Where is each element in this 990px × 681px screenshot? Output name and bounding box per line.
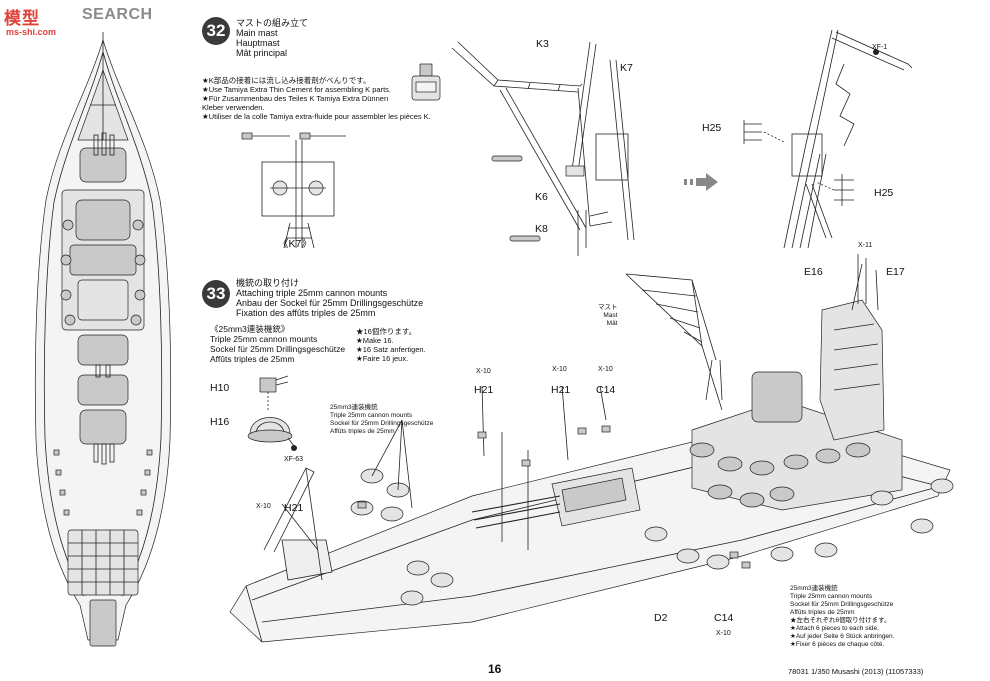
note-line: Kleber verwenden. bbox=[202, 103, 265, 112]
callout-line: 25mm3連装機銃 bbox=[330, 404, 378, 411]
kit-code: 78031 1/350 Musashi (2013) (11057333) bbox=[788, 667, 924, 676]
label-e17: E17 bbox=[886, 266, 905, 278]
step-33-title-en: Attaching triple 25mm cannon mounts bbox=[236, 288, 388, 298]
note-line: ★Auf jeder Seite 6 Stück anbringen. bbox=[790, 633, 895, 640]
note-line: ★16 Satz anfertigen. bbox=[356, 345, 426, 354]
step-32-badge: 32 bbox=[202, 17, 230, 45]
step-33-title-fr: Fixation des affûts triples de 25mm bbox=[236, 308, 376, 318]
step-33-title: 機銃の取り付け Attaching triple 25mm cannon mou… bbox=[236, 278, 423, 318]
label-x10-c: X-10 bbox=[598, 366, 613, 373]
watermark: 模型 SEARCH ms-shi.com bbox=[4, 2, 174, 42]
note-line: ★Make 16. bbox=[356, 336, 394, 345]
cannon-mount-subassembly bbox=[247, 375, 297, 451]
callout-line: Triple 25mm cannon mounts bbox=[330, 412, 413, 419]
main-mast-exploded-drawing bbox=[451, 41, 635, 256]
subheading-ja: 《25mm3連装機銃》 bbox=[210, 324, 290, 334]
mast-label-fr: Mât bbox=[606, 320, 618, 327]
label-x10-b: X-10 bbox=[552, 366, 567, 373]
label-h25-left: H25 bbox=[702, 122, 722, 134]
note-line: ★Für Zusammenbau des Teiles K Tamiya Ext… bbox=[202, 94, 389, 103]
step-33-title-ja: 機銃の取り付け bbox=[236, 278, 300, 288]
note-line: ★Utiliser de la colle Tamiya extra-fluid… bbox=[202, 112, 431, 121]
label-h21-b: H21 bbox=[551, 384, 571, 396]
watermark-logo: 模型 bbox=[4, 9, 40, 28]
step-32-title-ja: マストの組み立て bbox=[236, 18, 309, 28]
label-k3: K3 bbox=[536, 38, 549, 50]
note-line: ★16個作ります。 bbox=[356, 327, 417, 336]
next-arrow-icon bbox=[684, 173, 718, 191]
label-x10-d: X-10 bbox=[256, 503, 271, 510]
note-line: ★K部品の接着には流し込み接着剤がべんりです。 bbox=[202, 76, 371, 85]
note-line: ★Fixer 6 pièces de chaque côté. bbox=[790, 641, 885, 648]
note-line: ★Attach 6 pieces to each side. bbox=[790, 625, 879, 632]
watermark-url: ms-shi.com bbox=[6, 27, 57, 37]
subheading-en: Triple 25mm cannon mounts bbox=[210, 334, 318, 344]
label-k8: K8 bbox=[535, 223, 548, 235]
label-k6: K6 bbox=[535, 191, 548, 203]
note-line: ★Use Tamiya Extra Thin Cement for assemb… bbox=[202, 85, 392, 94]
label-h10: H10 bbox=[210, 382, 230, 394]
label-k7-sub: 《K7》 bbox=[278, 238, 312, 250]
label-h21-d: H21 bbox=[284, 502, 304, 514]
label-c14-a: C14 bbox=[596, 384, 616, 396]
label-xf1: XF-1 bbox=[872, 44, 888, 51]
subheading-de: Sockel für 25mm Drillingsgeschütze bbox=[210, 344, 346, 354]
label-k7: K7 bbox=[620, 62, 633, 74]
note-line: Triple 25mm cannon mounts bbox=[790, 593, 873, 600]
label-h25-right: H25 bbox=[874, 187, 894, 199]
step-32-title-de: Hauptmast bbox=[236, 38, 280, 48]
cannon-mount-callout: 25mm3連装機銃 Triple 25mm cannon mounts Sock… bbox=[330, 404, 433, 436]
mast-label-en: Mast bbox=[603, 312, 618, 319]
callout-line: Affûts triples de 25mm bbox=[330, 428, 395, 435]
step-32-title-en: Main mast bbox=[236, 28, 278, 38]
label-h16: H16 bbox=[210, 416, 230, 428]
label-d2: D2 bbox=[654, 612, 668, 624]
ship-top-view-illustration bbox=[34, 32, 172, 647]
note-line: Sockel für 25mm Drillingsgeschütze bbox=[790, 601, 894, 608]
step-32-title: マストの組み立て Main mast Hauptmast Mât princip… bbox=[236, 18, 308, 58]
label-x10-a: X-10 bbox=[476, 368, 491, 375]
step-32-title-fr: Mât principal bbox=[236, 48, 288, 58]
mast-label-ja: マスト bbox=[598, 304, 618, 311]
ship-perspective-drawing bbox=[229, 254, 954, 643]
note-line: ★Faire 16 jeux. bbox=[356, 354, 409, 363]
label-x10-e: X-10 bbox=[716, 630, 731, 637]
label-e16: E16 bbox=[804, 266, 823, 278]
step-32-cement-note: ★K部品の接着には流し込み接着剤がべんりです。 ★Use Tamiya Extr… bbox=[202, 76, 431, 121]
note-line: 25mm3連装機銃 bbox=[790, 585, 838, 592]
cannon-mount-subheading: 《25mm3連装機銃》 Triple 25mm cannon mounts So… bbox=[210, 324, 345, 364]
note-line: Affûts triples de 25mm bbox=[790, 609, 855, 616]
subheading-fr: Affûts triples de 25mm bbox=[210, 354, 295, 364]
label-h21-a: H21 bbox=[474, 384, 494, 396]
cement-bottle-icon bbox=[411, 63, 441, 101]
label-xf63: XF-63 bbox=[284, 456, 304, 463]
label-x11: X-11 bbox=[858, 242, 873, 249]
mast-label: マスト Mast Mât bbox=[598, 304, 618, 328]
callout-line: Sockel für 25mm Drillingsgeschütze bbox=[330, 420, 434, 427]
step-33-title-de: Anbau der Sockel für 25mm Drillingsgesch… bbox=[236, 298, 424, 308]
watermark-search: SEARCH bbox=[82, 6, 153, 23]
page-number: 16 bbox=[488, 662, 502, 676]
label-c14-b: C14 bbox=[714, 612, 734, 624]
assembled-mast-drawing bbox=[743, 29, 913, 249]
attach-each-side-note: 25mm3連装機銃 Triple 25mm cannon mounts Sock… bbox=[790, 585, 894, 649]
k-parts-sketch bbox=[241, 132, 346, 249]
make-16-note: ★16個作ります。 ★Make 16. ★16 Satz anfertigen.… bbox=[356, 327, 426, 363]
note-line: ★左右それぞれ6個取り付けます。 bbox=[790, 617, 891, 624]
step-33-badge: 33 bbox=[202, 280, 230, 308]
